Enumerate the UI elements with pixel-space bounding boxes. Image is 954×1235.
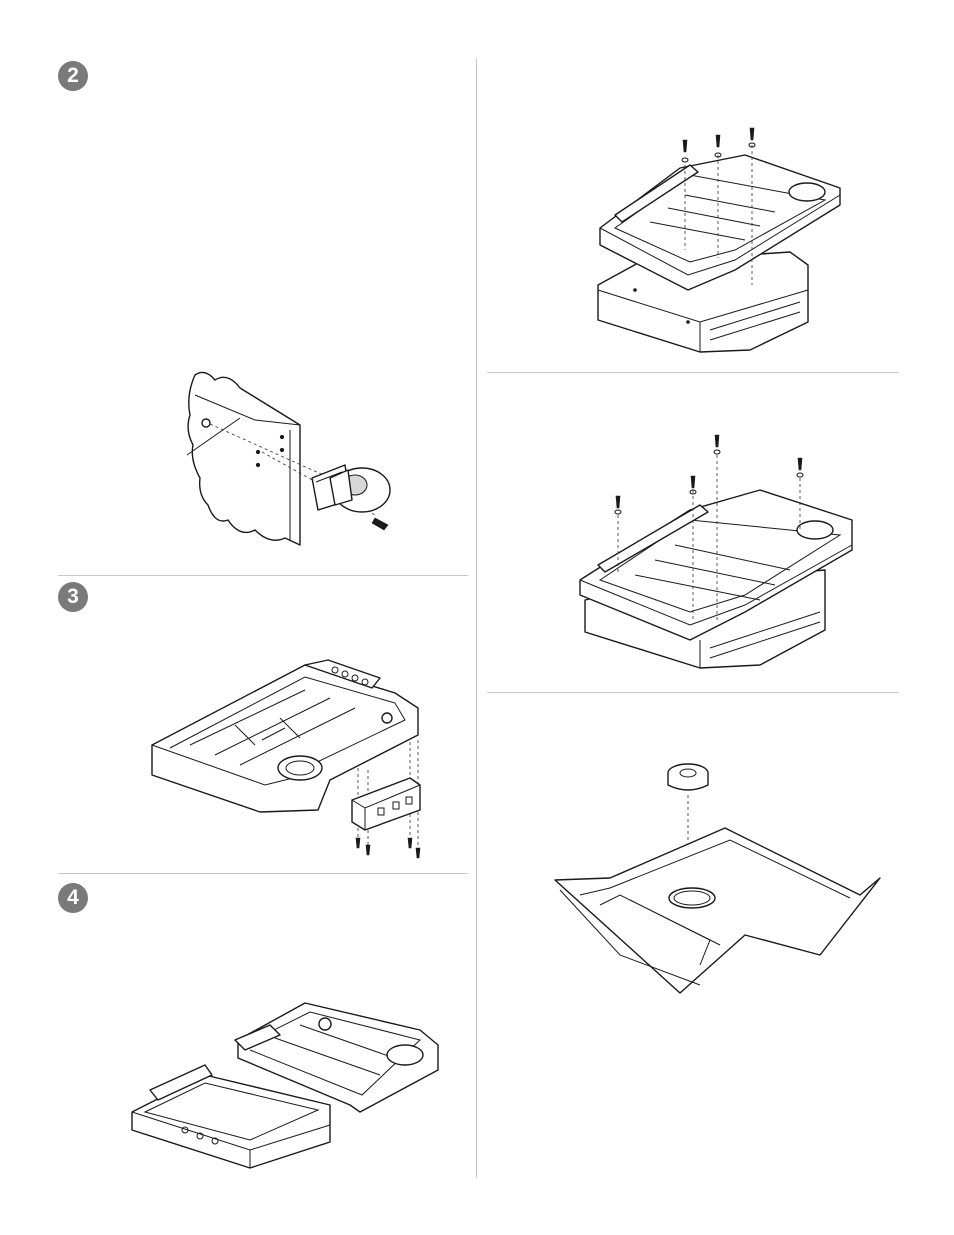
grommet-insertion-illustration [0, 0, 954, 1235]
